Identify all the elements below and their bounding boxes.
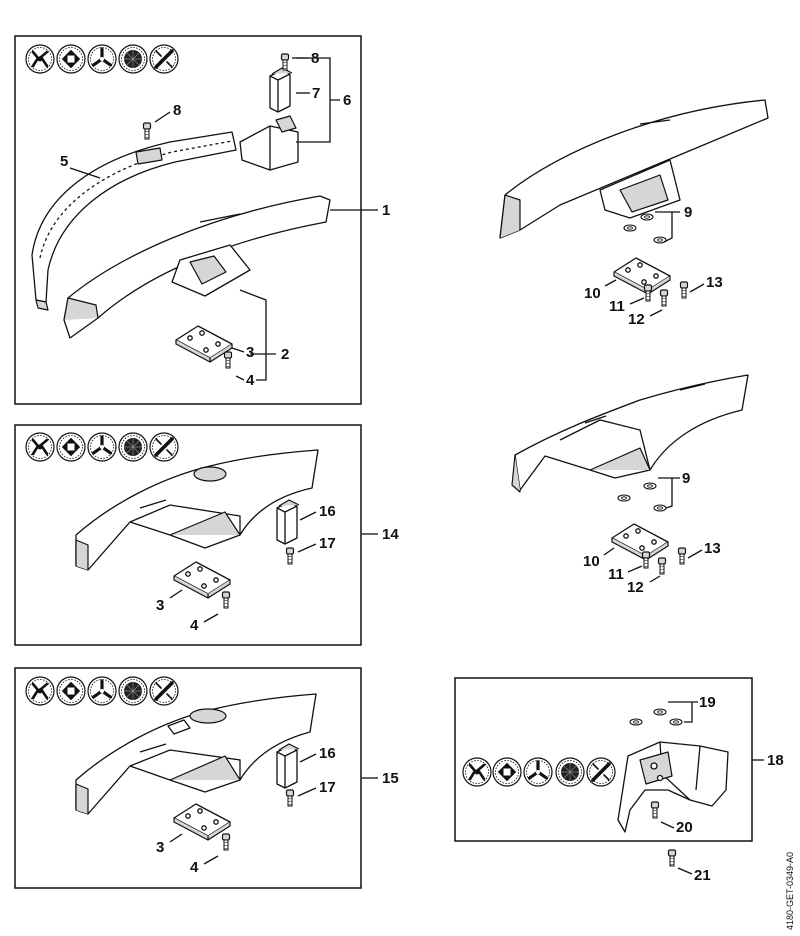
label-7: 7 [312,85,320,102]
label-17-b: 17 [319,779,336,796]
blade-2-tooth-icon [150,45,178,73]
blade-4-tooth-icon [463,758,491,786]
part-5-cutting-strip [31,131,237,311]
label-16: 16 [319,503,336,520]
label-8-b: 8 [173,102,181,119]
label-11-b: 11 [608,566,624,583]
label-18: 18 [767,752,784,769]
part-17-screw-2 [285,789,295,807]
label-4-c: 4 [190,859,199,876]
part-3-plate-3 [173,803,231,841]
label-10-b: 10 [583,553,600,570]
part-19-washer-3 [669,718,683,726]
part-4-screw [223,351,233,369]
blade-square-icon [493,758,521,786]
blade-4-tooth-icon [26,45,54,73]
part-9-washer-4 [643,482,657,490]
label-1: 1 [382,202,390,219]
blade-4-tooth-icon [26,677,54,705]
label-4-b: 4 [190,617,199,634]
label-3: 3 [246,344,254,361]
part-3-plate-2 [173,561,231,599]
part-4-screw-2 [221,591,231,609]
label-2: 2 [281,346,289,363]
label-15: 15 [382,770,399,787]
part-16-bracket [276,499,300,545]
label-10: 10 [584,285,601,302]
label-13: 13 [706,274,723,291]
part-11-screw-2 [641,551,651,569]
label-5: 5 [60,153,68,170]
label-20: 20 [676,819,693,836]
label-19: 19 [699,694,716,711]
label-9: 9 [684,204,692,221]
guard-medium [511,374,749,493]
part-10-plate-2 [611,523,669,561]
part-4-screw-3 [221,833,231,851]
part-10-plate [613,257,671,295]
label-6: 6 [343,92,351,109]
part-9-washer-5 [617,494,631,502]
part-7-bracket [269,67,293,113]
part-12-screw-2 [657,557,667,575]
label-8: 8 [311,50,319,67]
part-20-screw [650,801,660,819]
part-15-guard [75,693,317,815]
assembly-15-box [14,667,362,889]
part-19-washer-2 [629,718,643,726]
part-16-bracket-2 [276,743,300,789]
part-17-screw [285,547,295,565]
part-8-screw [280,53,290,71]
blade-3-tooth-icon [88,677,116,705]
label-12-b: 12 [627,579,644,596]
blade-square-icon [57,45,85,73]
part-14-guard [75,449,319,571]
label-16-b: 16 [319,745,336,762]
saw-blade-icon [556,758,584,786]
drawing-code: 4180-GET-0349-A0 [785,852,795,930]
part-11-screw [643,284,653,302]
blade-square-icon [57,433,85,461]
part-1-guard [63,195,331,339]
label-9-b: 9 [682,470,690,487]
blade-3-tooth-icon [524,758,552,786]
label-4: 4 [246,372,255,389]
blade-3-tooth-icon [88,433,116,461]
part-21-screw [667,849,677,867]
blade-4-tooth-icon [26,433,54,461]
part-13-screw-2 [677,547,687,565]
blade-square-icon [57,677,85,705]
blade-3-tooth-icon [88,45,116,73]
part-19-washer [653,708,667,716]
part-9-washer-2 [623,224,637,232]
label-12: 12 [628,311,645,328]
saw-blade-icon [119,433,147,461]
part-18-shield [617,741,729,833]
assembly-1-box [14,35,362,405]
part-9-washer-6 [653,504,667,512]
blade-2-tooth-icon [150,433,178,461]
label-17: 17 [319,535,336,552]
part-6-bracket-assembly [239,115,299,171]
label-13-b: 13 [704,540,721,557]
assembly-14-box [14,424,362,646]
saw-blade-icon [119,45,147,73]
saw-blade-icon [119,677,147,705]
label-3-c: 3 [156,839,164,856]
guard-large [499,99,769,239]
part-12-screw [659,289,669,307]
label-14: 14 [382,526,399,543]
label-3-b: 3 [156,597,164,614]
part-9-washer [640,213,654,221]
label-11: 11 [609,298,625,315]
part-3-plate [175,325,233,363]
part-13-screw [679,281,689,299]
blade-2-tooth-icon [150,677,178,705]
label-21: 21 [694,867,711,884]
part-8-screw-2 [142,122,152,140]
blade-2-tooth-icon [587,758,615,786]
